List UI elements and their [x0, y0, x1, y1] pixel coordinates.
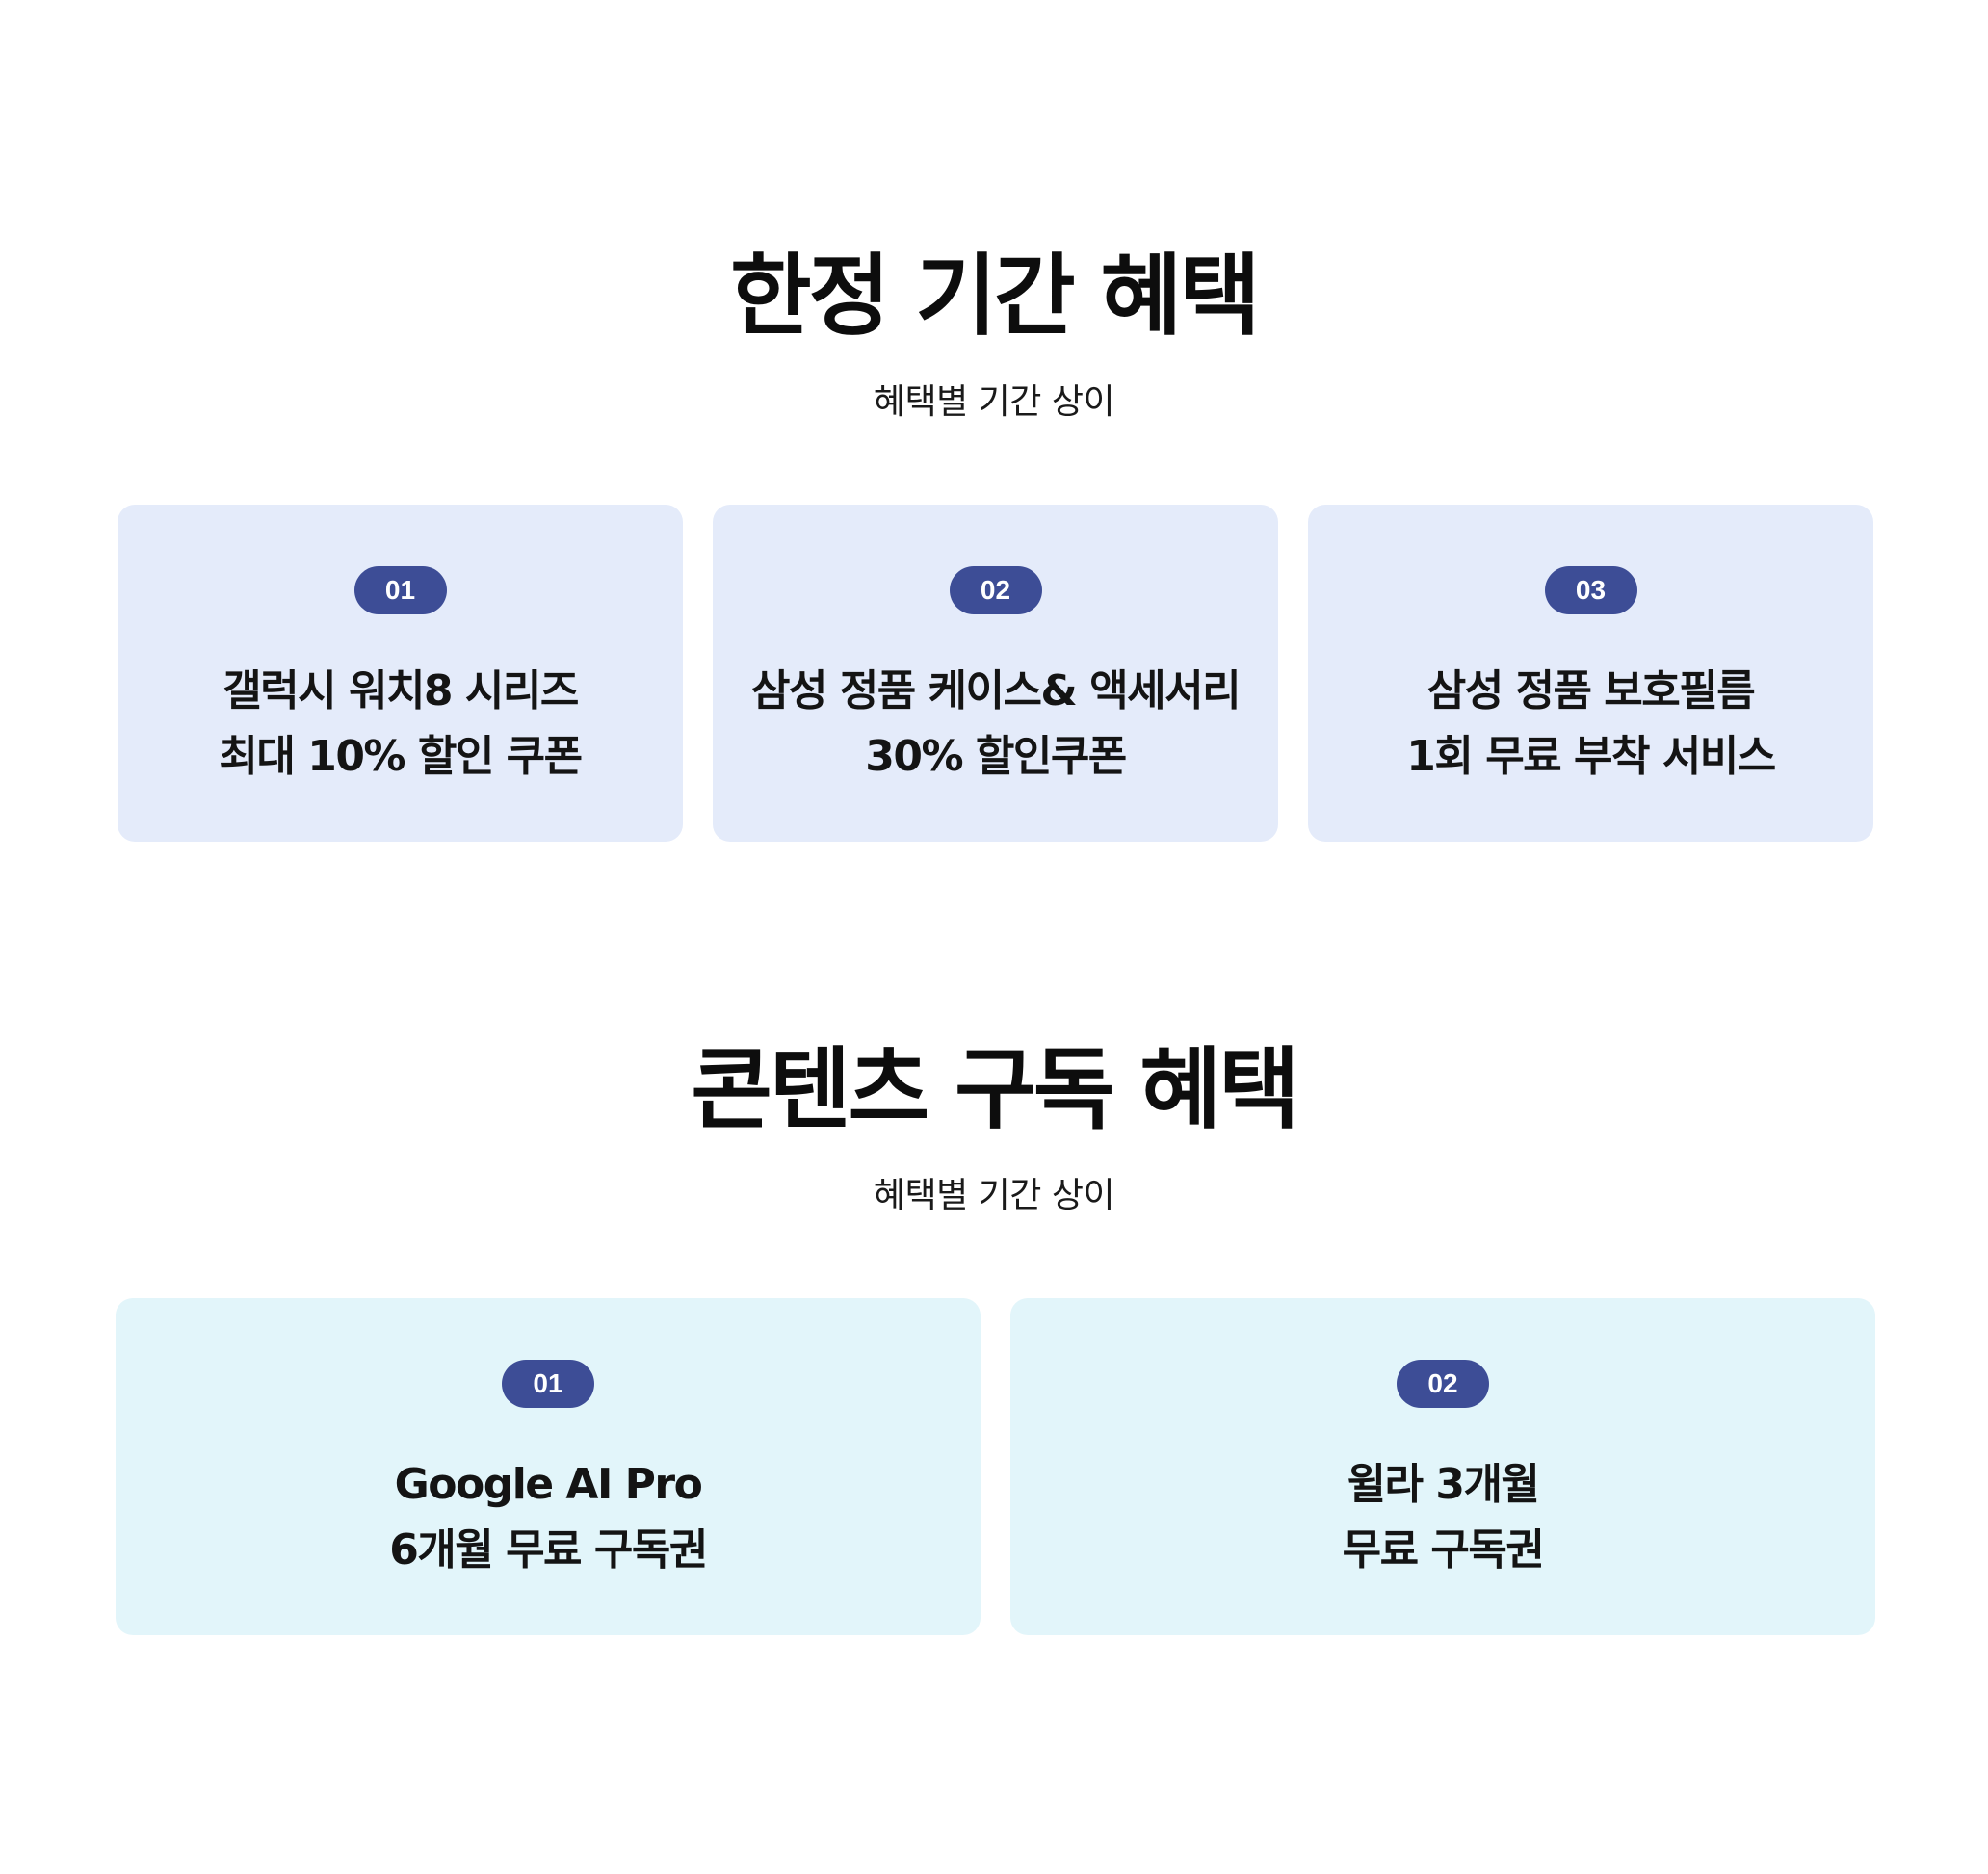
benefit-number-badge: 02: [1397, 1360, 1489, 1408]
benefit-line-2: 무료 구독권: [1342, 1525, 1545, 1575]
benefit-line-1: 갤럭시 워치8 시리즈: [222, 666, 579, 716]
benefit-number-badge: 01: [502, 1360, 594, 1408]
benefit-description: 윌라 3개월 무료 구독권: [1010, 1452, 1875, 1583]
content-benefits-title: 콘텐츠 구독 혜택: [691, 1038, 1300, 1141]
benefit-line-2: 30% 할인쿠폰: [865, 732, 1127, 781]
benefit-line-1: Google AI Pro: [394, 1460, 703, 1509]
content-benefit-card-2: 02 윌라 3개월 무료 구독권: [1010, 1298, 1875, 1635]
benefit-description: 삼성 정품 케이스& 액세서리 30% 할인쿠폰: [713, 659, 1278, 790]
content-benefits-subtitle: 혜택별 기간 상이: [873, 1176, 1115, 1215]
benefit-number-badge: 02: [949, 566, 1042, 614]
benefit-description: 삼성 정품 보호필름 1회 무료 부착 서비스: [1308, 659, 1873, 790]
limited-benefit-card-2: 02 삼성 정품 케이스& 액세서리 30% 할인쿠폰: [713, 505, 1278, 842]
benefit-number-badge: 01: [353, 566, 447, 614]
benefit-line-2: 1회 무료 부착 서비스: [1406, 732, 1776, 781]
limited-benefits-subtitle: 혜택별 기간 상이: [873, 382, 1115, 422]
benefit-line-1: 삼성 정품 케이스& 액세서리: [750, 666, 1242, 716]
limited-benefit-card-1: 01 갤럭시 워치8 시리즈 최대 10% 할인 쿠폰: [118, 505, 683, 842]
benefit-line-2: 6개월 무료 구독권: [389, 1525, 708, 1575]
benefit-description: Google AI Pro 6개월 무료 구독권: [116, 1452, 981, 1583]
benefit-line-1: 삼성 정품 보호필름: [1426, 666, 1756, 716]
limited-benefits-title: 한정 기간 혜택: [730, 245, 1261, 348]
limited-benefit-card-3: 03 삼성 정품 보호필름 1회 무료 부착 서비스: [1308, 505, 1873, 842]
benefit-description: 갤럭시 워치8 시리즈 최대 10% 할인 쿠폰: [118, 659, 683, 790]
benefit-line-1: 윌라 3개월: [1347, 1460, 1540, 1509]
benefit-number-badge: 03: [1544, 566, 1637, 614]
content-benefit-card-1: 01 Google AI Pro 6개월 무료 구독권: [116, 1298, 981, 1635]
benefit-line-2: 최대 10% 할인 쿠폰: [219, 732, 583, 781]
